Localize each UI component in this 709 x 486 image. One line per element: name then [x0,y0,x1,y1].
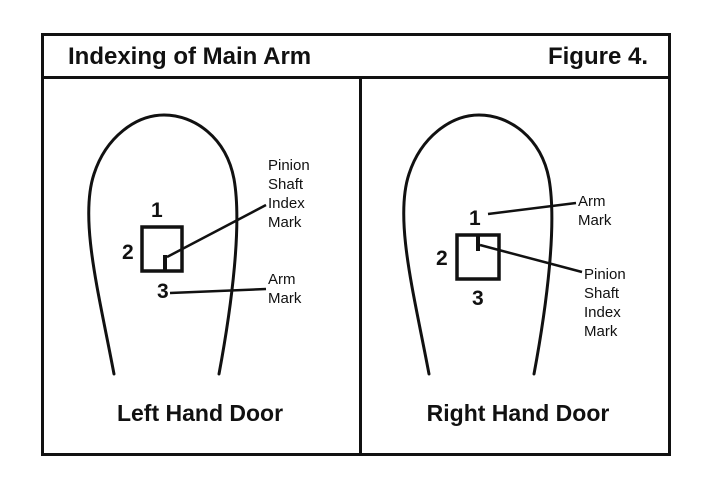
position-3: 3 [472,287,484,310]
figure-number: Figure 4. [547,43,648,70]
arm-mark-leader-line [487,201,577,216]
figure-title: Indexing of Main Arm [68,43,312,70]
left-hand-door-caption: Left Hand Door [116,400,284,426]
position-2: 2 [436,247,448,270]
pinion-shaft-index-mark-label: Pinion Shaft Index Mark [268,157,310,231]
pinion-leader-line [479,243,583,274]
panel-divider [359,76,362,456]
arm-mark-label: Arm Mark [578,193,612,229]
left-hand-door-panel: 1 2 3 Pinion Shaft Index Mark Arm Mark L… [44,79,356,453]
arm-mark-leader-line [169,287,267,295]
pinion-square [140,225,184,273]
right-hand-door-panel: 1 2 3 Arm Mark Pinion Shaft Index Mark R… [362,79,674,453]
right-hand-door-caption: Right Hand Door [426,400,610,426]
position-2: 2 [122,241,134,264]
figure-frame: Indexing of Main Arm Figure 4. 1 2 3 Pin… [41,33,671,456]
position-1: 1 [469,207,481,230]
left-arm-diagram [87,113,267,376]
arm-mark-label: Arm Mark [268,271,302,307]
pinion-leader-line [166,203,267,259]
arm-outline [402,113,554,376]
position-3: 3 [157,280,169,303]
arm-outline [87,113,239,376]
figure-header: Indexing of Main Arm Figure 4. [44,36,668,79]
position-1: 1 [151,199,163,222]
right-arm-diagram [402,113,583,376]
pinion-shaft-index-mark-label: Pinion Shaft Index Mark [584,266,626,340]
